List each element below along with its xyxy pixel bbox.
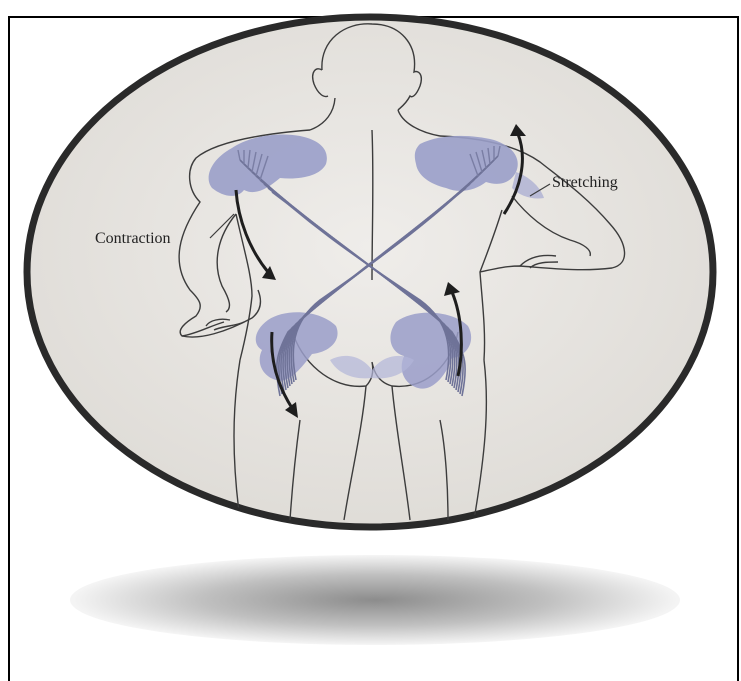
disc — [27, 17, 713, 527]
spine — [372, 130, 373, 280]
label-stretching: Stretching — [552, 174, 618, 192]
label-contraction: Contraction — [95, 230, 171, 248]
